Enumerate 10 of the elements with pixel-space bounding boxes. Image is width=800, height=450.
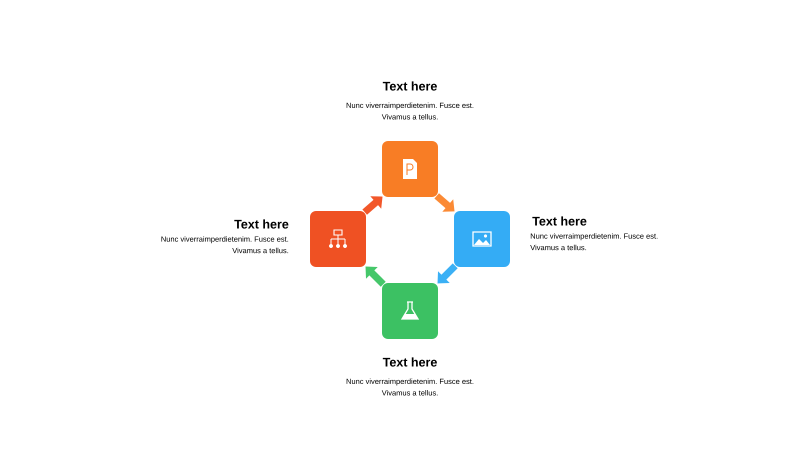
icon-box [310,211,366,267]
icon-box [382,141,438,197]
arrow [438,263,458,284]
heading: Text here [382,357,437,367]
icon-box [382,283,438,339]
heading: Text here [532,216,586,226]
icon-box [454,211,510,267]
heading: Text here [382,81,437,91]
heading: Text here [234,219,288,229]
arrow [366,266,386,287]
